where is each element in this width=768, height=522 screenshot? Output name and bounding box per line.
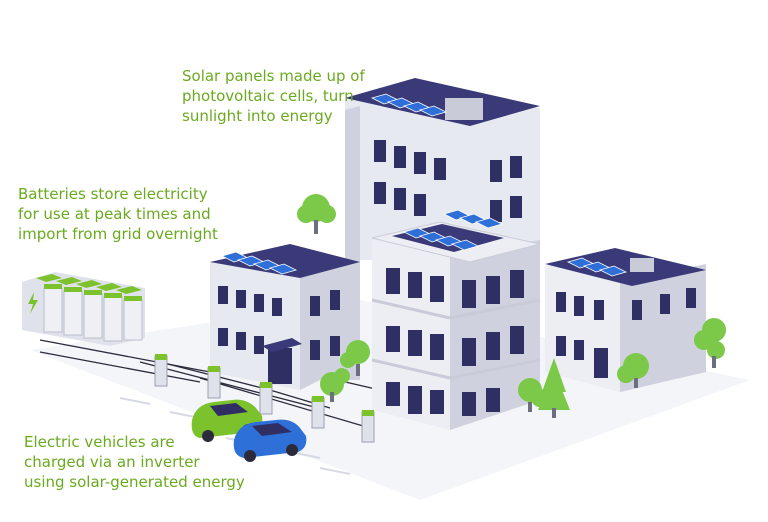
batteries-caption-line: for use at peak times and <box>18 205 211 223</box>
solar-caption-line: sunlight into energy <box>182 107 333 125</box>
car-icon <box>233 419 307 462</box>
solar-panel-icon <box>402 209 504 251</box>
batteries-caption-line: Batteries store electricity <box>18 185 208 203</box>
tree-icon <box>340 340 370 376</box>
building-right <box>545 248 706 392</box>
tree-icon <box>320 368 350 402</box>
vehicles-caption-line: Electric vehicles are <box>24 433 175 451</box>
ev-charger-icon <box>259 382 273 415</box>
trees <box>297 194 726 418</box>
vehicles-caption-line: charged via an inverter <box>24 453 200 471</box>
electric-vehicles-caption: Electric vehicles are charged via an inv… <box>24 432 245 492</box>
battery-bolt-icon <box>28 292 38 314</box>
building-front <box>371 209 541 430</box>
solar-panel-icon <box>220 251 298 275</box>
ev-charger-icon <box>311 396 325 429</box>
vehicles-caption-line: using solar-generated energy <box>24 473 245 491</box>
solar-caption-line: photovoltaic cells, turn <box>182 87 354 105</box>
tree-icon <box>518 378 549 412</box>
solar-panel-icon <box>566 257 628 277</box>
batteries-caption: Batteries store electricity for use at p… <box>18 184 218 244</box>
solar-caption-line: Solar panels made up of <box>182 67 365 85</box>
batteries-caption-line: import from grid overnight <box>18 225 218 243</box>
ev-charger-icon <box>154 354 168 387</box>
ev-charger-icon <box>207 366 221 399</box>
ev-chargers <box>154 354 375 443</box>
ev-charger-icon <box>361 410 375 443</box>
building-left <box>210 244 360 390</box>
solar-panels-caption: Solar panels made up of photovoltaic cel… <box>182 66 365 126</box>
tree-icon <box>694 318 726 368</box>
solar-panel-icon <box>370 93 448 117</box>
tree-icon <box>297 194 336 234</box>
tree-icon <box>617 353 649 388</box>
battery-bank <box>22 272 145 346</box>
